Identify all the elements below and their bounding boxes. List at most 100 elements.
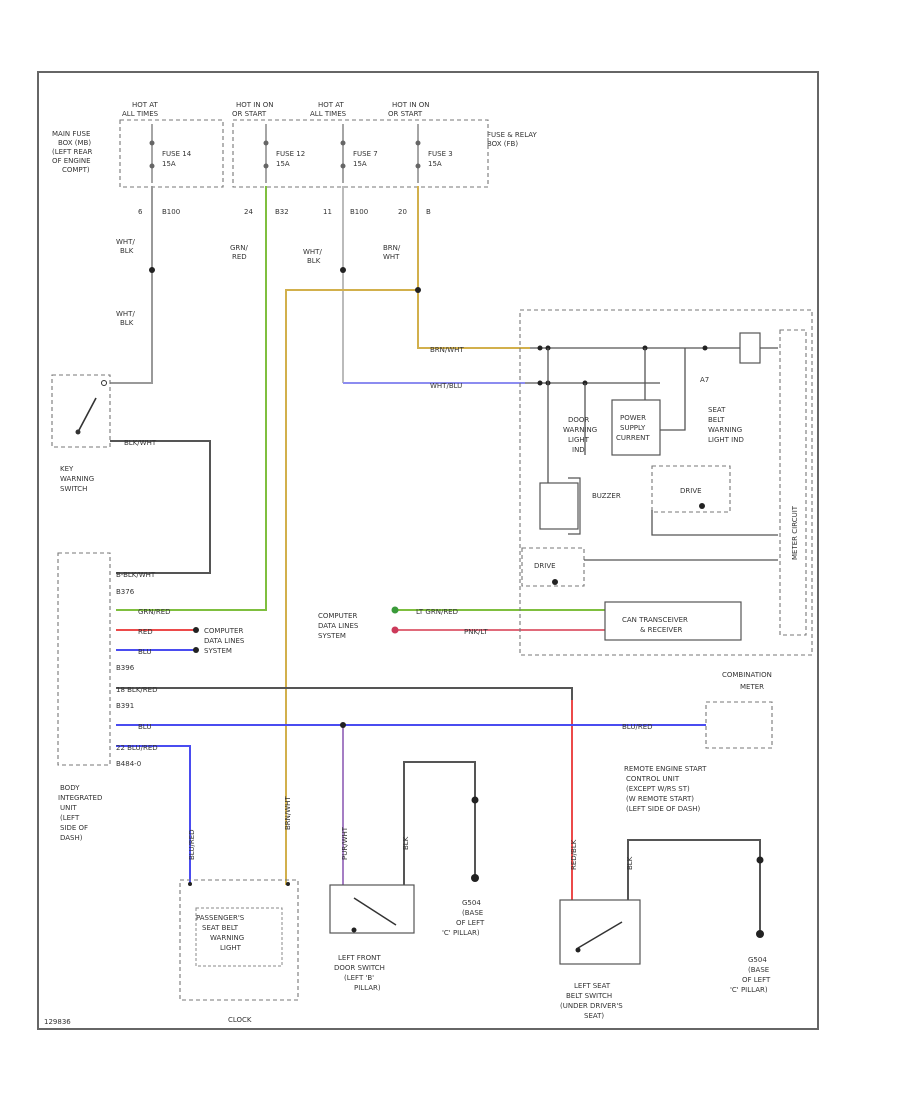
biu-label-2: UNIT [60,804,77,812]
door-light-2: LIGHT [568,436,590,444]
fuse-14: FUSE 14 15A [149,124,192,183]
wire-label-blu-red: BLU/RED [622,723,653,731]
door-switch-label-0: LEFT FRONT [338,954,381,962]
seat-switch-label-1: BELT SWITCH [566,992,612,1000]
key-switch-label-2: SWITCH [60,485,87,493]
door-light-0: DOOR [568,416,589,424]
wire-door-ground [403,761,476,885]
hot-label-1a: HOT AT [132,101,159,109]
biu-conn-0: B-BLK/WHT [116,571,156,579]
g504-2-2: OF LEFT [742,976,771,984]
wire-label-wht-blu-h: WHT/BLU [430,382,462,390]
pin-b: B [426,208,431,216]
power-supply-1: SUPPLY [620,424,646,432]
meter-label-1: METER [740,683,764,691]
clock-label: CLOCK [228,1016,252,1024]
pin-b32: B32 [275,208,289,216]
ground-dot [471,796,479,804]
ground-dot [756,856,764,864]
meter-a7: A7 [700,376,709,384]
can-1: & RECEIVER [640,626,683,634]
splice-dot [415,287,421,293]
g504-2-1: (BASE [748,966,769,974]
ground-g504-2: G504 (BASE OF LEFT 'C' PILLAR) [730,956,771,994]
fuse-12: FUSE 12 15A [263,124,305,183]
fuse-3: FUSE 3 15A [415,124,453,183]
key-switch-box [51,374,111,448]
wire-label-red-v: RED/BLK [570,839,578,870]
passenger-seat-belt-light: PASSENGER'S SEAT BELT WARNING LIGHT CLOC… [179,879,299,1024]
key-switch-label-1: WARNING [60,475,94,483]
passenger-box [179,879,299,1001]
hot-label-3a: HOT AT [318,101,345,109]
remote-label-4: (LEFT SIDE OF DASH) [626,805,701,813]
hot-label-2b: OR START [232,110,267,118]
pin-11: 11 [323,208,332,216]
fuse-3-label: FUSE 3 [428,150,453,158]
data-line-dot-red [193,627,199,633]
fuse-relay-box [232,119,489,188]
key-switch-label-0: KEY [60,465,74,473]
wires: WHT/ BLK WHT/ BLK GRN/ RED WHT/ BLK BRN/… [110,186,764,938]
combination-meter: METER CIRCUIT A7 DOOR WARNING LIGHT IND … [519,309,813,656]
remote-label-0: REMOTE ENGINE START [624,765,707,773]
g504-2-0: G504 [748,956,767,964]
wire-label-brn-v: BRN/WHT [284,796,292,830]
fuse-3-amps: 15A [428,160,442,168]
passenger-label-3: LIGHT [220,944,242,952]
biu-label-1: INTEGRATED [58,794,102,802]
pin-6: 6 [138,208,143,216]
footer-code: 129836 [44,1018,71,1026]
wire-label-brn-wht-h: BRN/WHT [430,346,464,354]
passenger-label-2: WARNING [210,934,244,942]
splice-dot [149,267,155,273]
fuse-14-amps: 15A [162,160,176,168]
seat-switch-label-0: LEFT SEAT [574,982,611,990]
wire-blu-pass [116,745,191,885]
wire-brn-wht-branch [285,289,418,885]
hot-label-4b: OR START [388,110,423,118]
seat-belt-light-1: BELT [708,416,725,424]
ground-dot [471,874,479,882]
fuse-7-label: FUSE 7 [353,150,378,158]
main-fuse-box-label-0: MAIN FUSE [52,130,90,138]
hot-label-1b: ALL TIMES [122,110,159,118]
wire-blk-red [116,687,573,700]
wire-label-wht-blk-1b: BLK [120,247,134,255]
pin-b100-b: B100 [350,208,368,216]
data-line-dot-blue [193,647,199,653]
g504-1-3: 'C' PILLAR) [442,929,480,937]
data-lines-right-2: SYSTEM [318,632,346,640]
door-light-1: WARNING [563,426,597,434]
biu-label-4: SIDE OF [60,824,88,832]
hot-label-4a: HOT IN ON [392,101,430,109]
seat-switch-box [559,899,641,965]
wire-label-pur-v: PUR/WHT [341,826,349,860]
hot-label-3b: ALL TIMES [310,110,347,118]
main-fuse-box-label-2: (LEFT REAR [52,148,93,156]
relay-box-label-1: BOX (FB) [487,140,518,148]
relay-box-label-0: FUSE & RELAY [487,131,538,139]
biu-conn-7: B391 [116,702,134,710]
left-seat-belt-switch: LEFT SEAT BELT SWITCH (UNDER DRIVER'S SE… [559,899,641,1020]
biu-conn-9: 22 BLU/RED [116,744,158,752]
passenger-label-0: PASSENGER'S [196,914,245,922]
remote-engine-start-unit: REMOTE ENGINE START CONTROL UNIT (EXCEPT… [624,701,773,813]
fuse-section: HOT AT ALL TIMES HOT IN ON OR START HOT … [52,101,538,216]
seat-belt-light-3: LIGHT IND [708,436,744,444]
seat-switch-label-2: (UNDER DRIVER'S [560,1002,623,1010]
biu-conn-1: B376 [116,588,135,596]
data-line-dot-pink [391,626,399,634]
wire-label-grn-red-b: RED [232,253,247,261]
power-supply-0: POWER [620,414,646,422]
wire-grn-red [116,186,267,611]
door-switch-label-1: DOOR SWITCH [334,964,385,972]
ground-dot [756,930,764,938]
buzzer-label: BUZZER [592,492,621,500]
wire-label-brn-wht-a: BRN/ [383,244,401,252]
g504-1-1: (BASE [462,909,483,917]
g504-1-0: G504 [462,899,481,907]
seat-belt-light-0: SEAT [708,406,726,414]
wire-label-blk-wht: BLK/WHT [124,439,157,447]
